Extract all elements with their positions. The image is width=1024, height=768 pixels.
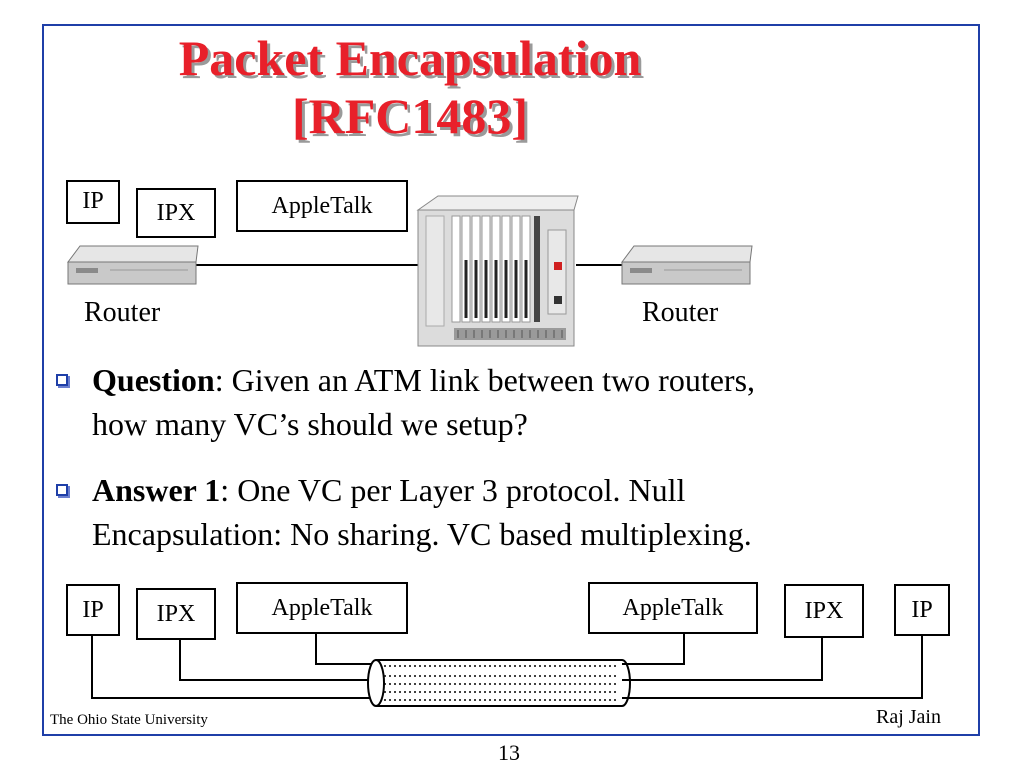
vc-tube-icon [367,659,631,707]
bullet-answer: Answer 1: One VC per Layer 3 protocol. N… [92,468,952,556]
slide-title-line1: Packet Encapsulation [178,30,642,86]
bullet-question-text: : Given an ATM link between two routers, [214,362,756,398]
slide-frame [42,24,980,736]
bullet-question: Question: Given an ATM link between two … [92,358,952,446]
slide-title-line2: [RFC1483] [291,88,529,144]
top-ip-box: IP [66,180,120,224]
atm-switch-icon [416,195,579,347]
bottom-left-appletalk-box: AppleTalk [236,582,408,634]
bottom-right-appletalk-box: AppleTalk [588,582,758,634]
bottom-right-ipx-box: IPX [784,584,864,638]
bottom-diagram-wiring [91,634,923,699]
bottom-left-ip-box: IP [66,584,120,636]
right-router-label: Router [642,297,719,328]
footer-university: The Ohio State University [50,712,208,728]
left-router-icon [67,245,199,285]
bullet-question-line2: how many VC’s should we setup? [92,406,528,442]
bullet-answer-text: : One VC per Layer 3 protocol. Null [220,472,686,508]
bullet-marker-1 [56,374,68,386]
footer-author: Raj Jain [876,706,941,728]
bottom-left-ipx-box: IPX [136,588,216,640]
top-appletalk-box: AppleTalk [236,180,408,232]
bullet-answer-line2: Encapsulation: No sharing. VC based mult… [92,516,752,552]
bottom-right-ip-box: IP [894,584,950,636]
bullet-answer-bold: Answer 1 [92,472,221,508]
right-router-icon [621,245,753,285]
left-router-label: Router [84,297,161,328]
page-number: 13 [498,740,520,765]
top-ipx-box: IPX [136,188,216,238]
bullet-marker-2 [56,484,68,496]
bullet-question-bold: Question [92,362,215,398]
